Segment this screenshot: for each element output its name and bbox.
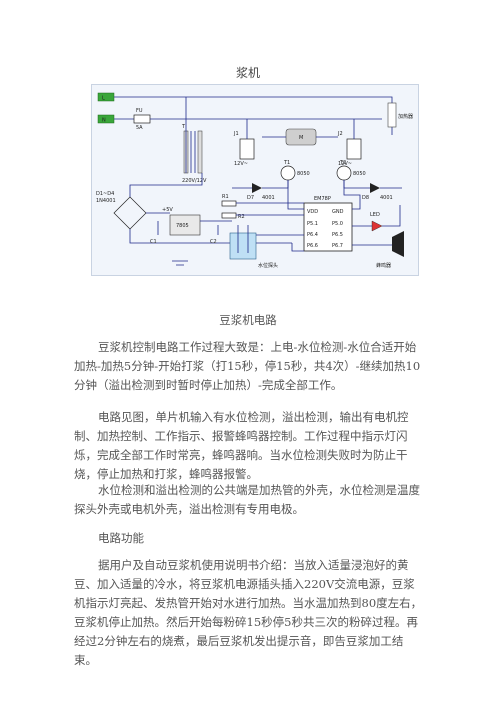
- r1-ref: R1: [222, 194, 229, 200]
- transformer-ref: T: [181, 124, 186, 130]
- wire-led: [352, 205, 401, 227]
- mcu-pin-gnd: GND: [332, 209, 344, 215]
- diode-d8: [370, 183, 380, 193]
- r2-ref: R2: [238, 214, 245, 220]
- transformer-secondary: [197, 130, 203, 174]
- diode-d7: [252, 183, 262, 193]
- paragraph-detection: 水位检测和溢出检测的公共端是加热管的外壳，水位检测是温度探头外壳或电机外壳，溢出…: [74, 483, 420, 516]
- vcc-label: +5V: [162, 207, 173, 213]
- mcu-pin-p1: P5.1: [307, 221, 318, 227]
- d7-ref: D7: [247, 195, 254, 201]
- wire-relay-feeds: [246, 119, 355, 139]
- probe-wires: [237, 225, 249, 253]
- led-label: LED: [370, 212, 380, 218]
- bridge-ref: D1~D4: [96, 191, 114, 197]
- mcu-pin-p2: P5.0: [332, 221, 343, 227]
- wire-bridge: [129, 173, 292, 244]
- d8-ref: D8: [362, 195, 369, 201]
- relay-j1-ref: J1: [233, 131, 239, 137]
- page-title: 浆机: [235, 66, 260, 80]
- ground-symbol: [172, 260, 188, 266]
- transistor-t1: [280, 165, 296, 181]
- probe-label: 水位探头: [258, 262, 278, 269]
- paragraph-process: 豆浆机控制电路工作过程大致是：上电-水位检测-水位合适开始加热-加热5分钟-开始…: [74, 340, 421, 392]
- transformer-core: [190, 131, 196, 173]
- transformer-note: 220V/12V: [182, 178, 207, 184]
- paragraph-function: 据用户及自动豆浆机使用说明书介绍：当放入适量浸泡好的黄豆、加入适量的冷水，将豆浆…: [74, 558, 423, 667]
- mcu-pin-p4: P6.5: [332, 232, 343, 238]
- t1-model: 8050: [297, 171, 310, 177]
- section-heading-function: 电路功能: [98, 531, 144, 545]
- fuse-ref: FU: [136, 108, 143, 114]
- figure-caption: 豆浆机电路: [219, 313, 277, 327]
- bridge-rectifier: [113, 196, 147, 230]
- relay-j1: [239, 138, 255, 160]
- water-vessel: [229, 232, 257, 260]
- d8-model: 4001: [380, 195, 393, 201]
- transistor-t2: [336, 165, 352, 181]
- c1-ref: C1: [150, 239, 157, 245]
- d7-model: 4001: [262, 195, 275, 201]
- terminal-n: [97, 114, 115, 124]
- mcu-ref: EM78P: [314, 196, 331, 202]
- regulator-label: 7805: [176, 223, 189, 229]
- heater: [387, 102, 397, 128]
- circuit-svg: L N FU 5A T 220V/12V J1 12V~ J2 12V~ M 加…: [96, 92, 413, 269]
- terminal-l: [97, 92, 115, 102]
- wire-live: [114, 96, 393, 135]
- buzzer: [392, 231, 404, 257]
- bridge-model: 1N4001: [96, 198, 116, 204]
- fuse: [133, 114, 151, 124]
- resistor-r2: [221, 212, 237, 219]
- t1-ref: T1: [283, 160, 290, 166]
- relay-j2-note: 12V~: [338, 161, 352, 167]
- t2-model: 8050: [353, 171, 366, 177]
- wire-regulator: [146, 212, 232, 222]
- wire-mcu: [236, 180, 361, 252]
- mcu-pin-p5: P6.6: [307, 243, 318, 249]
- mcu-pin-p3: P6.4: [307, 232, 318, 238]
- fuse-value: 5A: [136, 125, 143, 131]
- buzzer-label: 蜂鸣器: [376, 262, 391, 269]
- relay-j2-ref: J2: [337, 131, 343, 137]
- regulator-7805: [169, 214, 201, 236]
- circuit-diagram: L N FU 5A T 220V/12V J1 12V~ J2 12V~ M 加…: [91, 84, 419, 276]
- motor-label: M: [299, 135, 303, 141]
- mcu-pin-vdd: VDD: [307, 209, 318, 215]
- c2-ref: C2: [210, 239, 217, 245]
- relay-j2: [346, 138, 362, 160]
- mcu-chip: [303, 202, 353, 252]
- terminal-n-label: N: [102, 118, 106, 124]
- t2-ref: T2: [339, 160, 346, 166]
- terminal-l-label: L: [102, 96, 105, 102]
- paragraph-circuit: 电路见图，单片机输入有水位检测，溢出检测，输出有电机控制、加热控制、工作指示、报…: [74, 410, 409, 481]
- relay-j1-note: 12V~: [234, 161, 248, 167]
- wire-caps: [157, 221, 219, 235]
- mcu-pin-p6: P6.7: [332, 243, 343, 249]
- resistor-r1: [221, 200, 237, 207]
- heater-label: 加热器: [398, 113, 413, 120]
- led-indicator: [371, 220, 383, 232]
